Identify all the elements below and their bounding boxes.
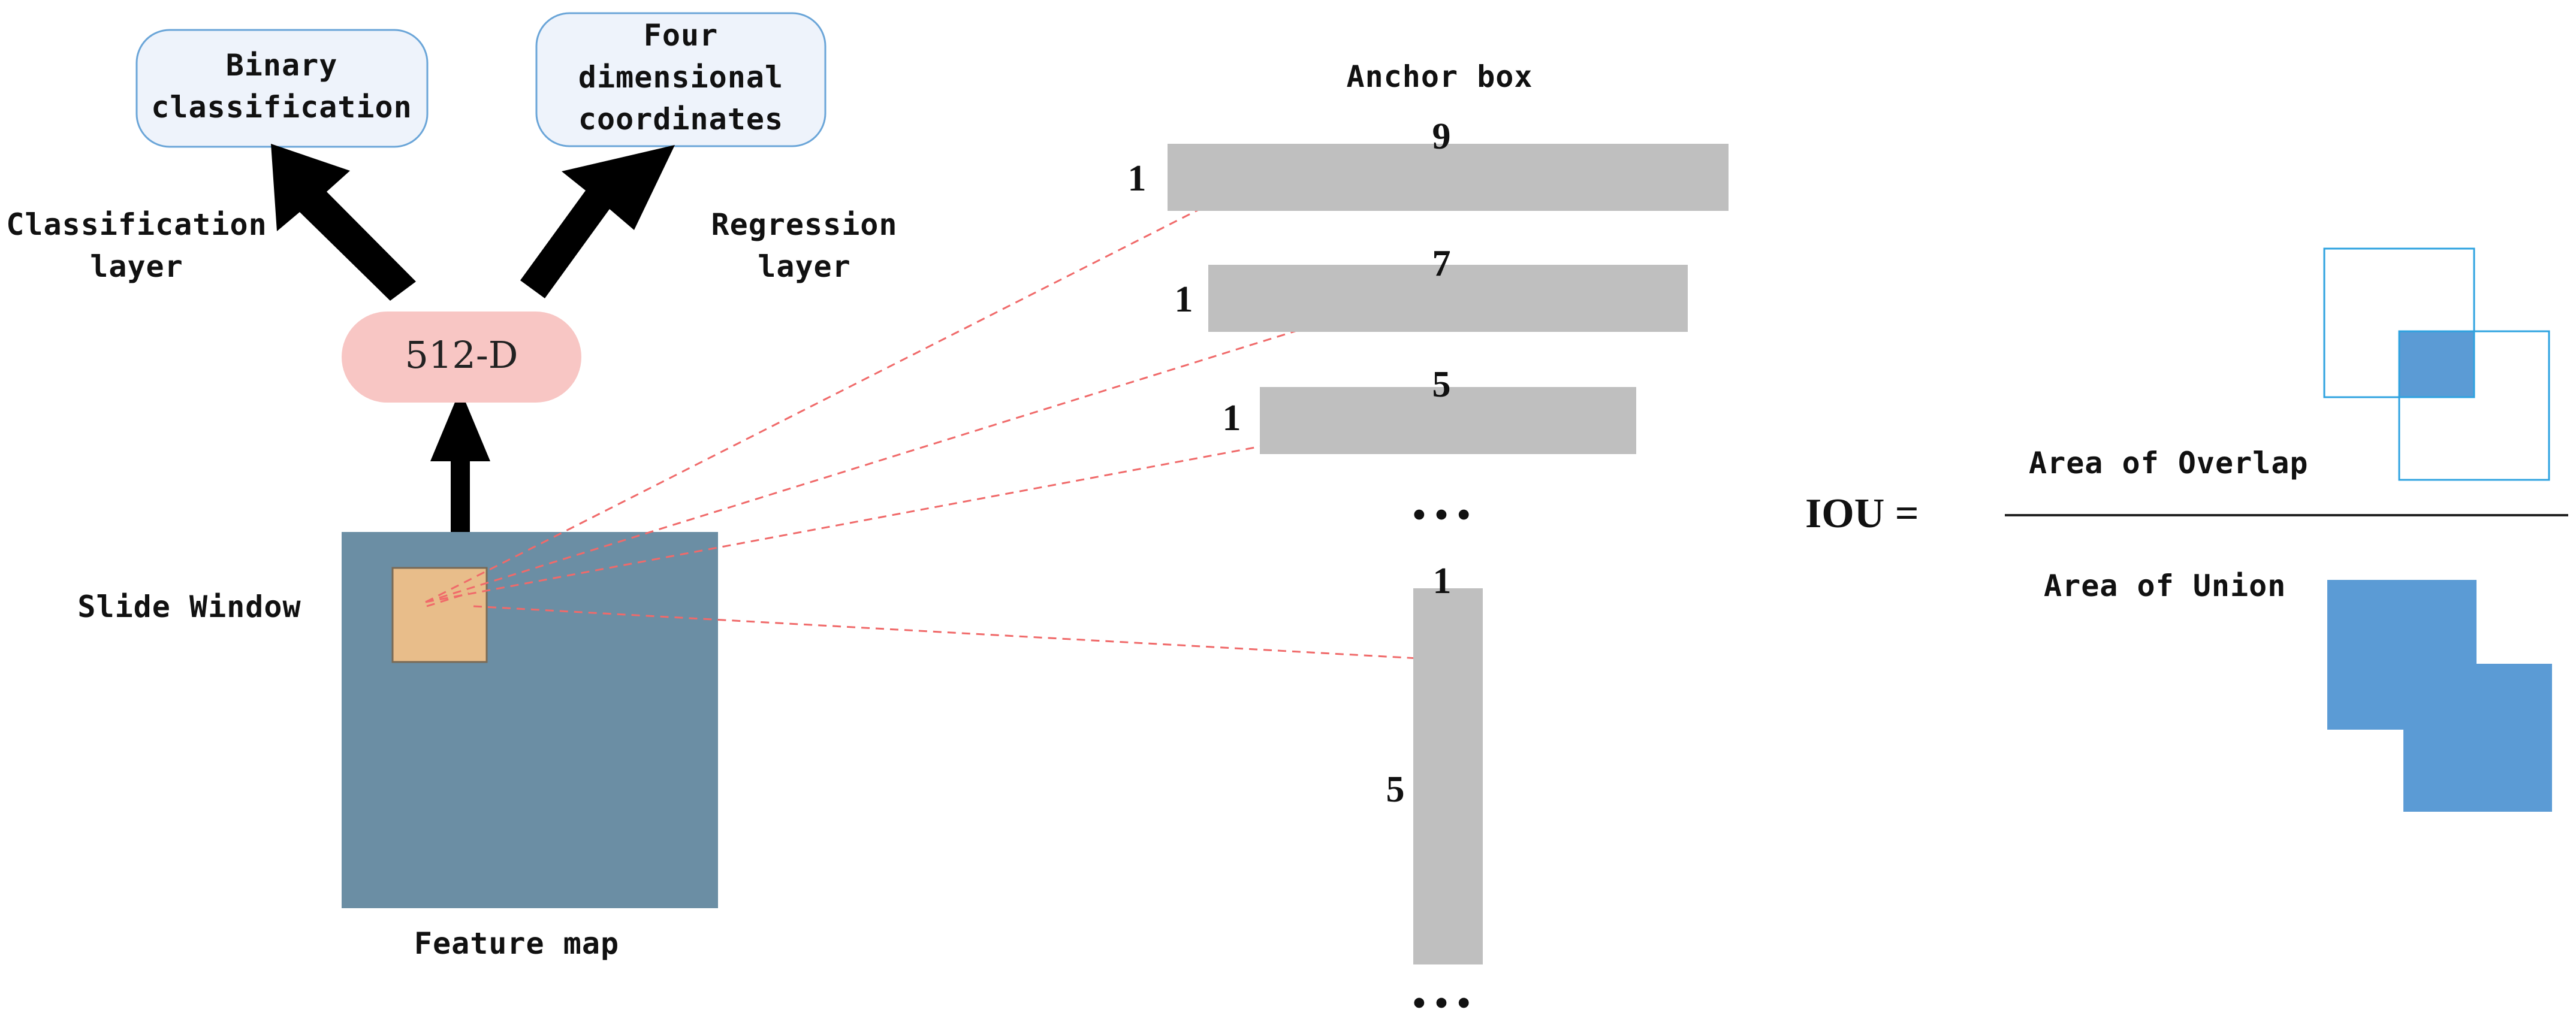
overlap-illustration [2323,247,2550,481]
four-dimensional-line-2: dimensional [578,60,783,95]
anchor-box-2-height-label: 1 [1175,279,1193,320]
anchor-box-title: Anchor box [1346,59,1533,94]
slide-window [391,567,488,663]
anchor-box-1-width-label: 9 [1432,116,1451,157]
projection-line-2 [425,312,1355,603]
four-dimensional-line-3: coordinates [578,102,783,137]
anchor-box-1-height-label: 1 [1128,158,1147,199]
anchor-box-4-width-label: 1 [1433,561,1452,601]
anchor-box-2: 7 1 [1175,243,1688,332]
overlap-region [2399,331,2474,397]
arrow-to-regression [520,145,675,298]
feature-vector-label: 512-D [405,333,518,377]
four-dimensional-box-bg [535,12,827,147]
anchor-box-4-height-label: 5 [1386,769,1405,810]
slide-window-label: Slide Window [77,589,301,624]
projection-line-4 [473,605,1430,660]
anchor-ellipsis-1: • • • [1413,495,1470,536]
binary-classification-box-bg [135,29,429,148]
regression-layer-label: Regression layer [711,207,897,284]
four-dimensional-line-1: Four [644,18,718,53]
feature-vector-bg [342,312,581,403]
regression-layer-line-1: Regression [711,207,897,242]
arrow-to-512d [430,389,490,557]
four-dimensional-coordinates-box: Four dimensional coordinates [535,12,827,147]
anchor-ellipsis-2: • • • [1413,983,1470,1022]
classification-layer-label: Classification layer [6,207,267,284]
projection-lines [425,192,1430,660]
anchor-box-3-width-label: 5 [1432,364,1451,405]
anchor-box-3: 5 1 [1223,364,1636,454]
classification-layer-line-2: layer [90,249,183,284]
iou-label: IOU = [1805,491,1919,537]
anchor-box-3-height-label: 1 [1223,398,1241,439]
classification-layer-line-1: Classification [6,207,267,242]
anchor-box-1-rect [1168,144,1729,211]
overlap-box-b [2398,330,2550,481]
binary-classification-line-2: classification [151,90,412,125]
feature-vector-512d: 512-D [342,312,581,403]
anchor-box-1: 9 1 [1128,116,1729,211]
projection-line-5 [426,592,469,607]
iou-denominator-label: Area of Union [2044,569,2286,603]
arrow-to-classification [271,144,416,301]
anchor-box-2-rect [1208,265,1688,332]
anchor-box-3-rect [1260,387,1636,454]
binary-classification-box: Binary classification [135,29,429,148]
anchor-box-4-rect [1413,588,1483,964]
iou-numerator-label: Area of Overlap [2029,446,2309,480]
regression-layer-line-2: layer [758,249,851,284]
anchor-box-2-width-label: 7 [1432,243,1451,284]
feature-map-label: Feature map [414,926,619,961]
union-illustration [2327,580,2552,812]
projection-line-3 [425,439,1294,603]
binary-classification-line-1: Binary [226,48,338,83]
projection-line-1 [425,192,1232,603]
anchor-box-4: 1 5 [1386,561,1483,964]
